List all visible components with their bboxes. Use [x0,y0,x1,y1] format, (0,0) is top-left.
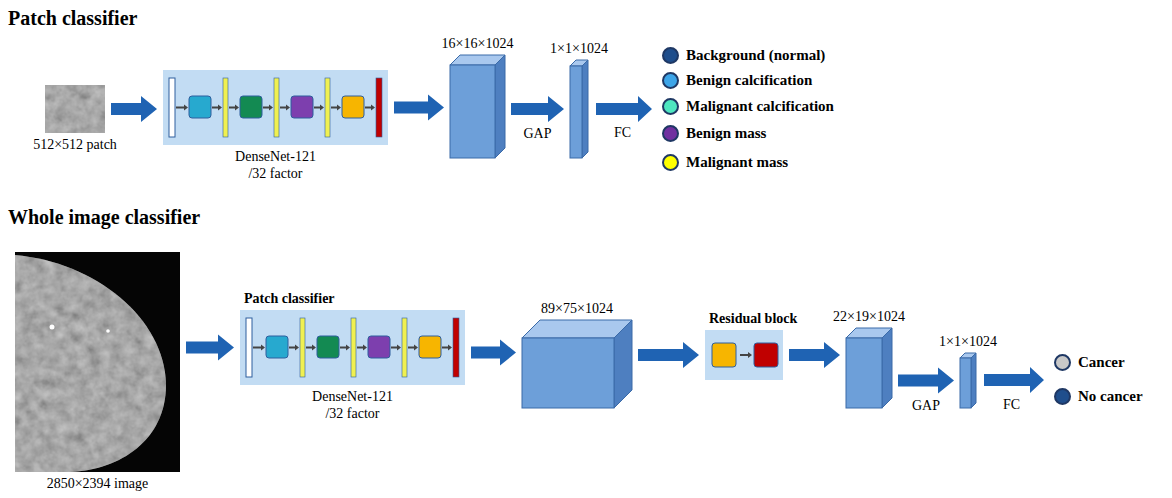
block-heading: Residual block [709,310,797,327]
caption-text: 2850×2394 image [47,475,149,492]
feature-map: 22×19×1024 [846,328,892,408]
dimension-label: 1×1×1024 [550,40,608,57]
cuboid-face [522,320,632,338]
class-swatch [662,125,679,142]
densenet-band: DenseNet-121 /32 factor [163,70,388,145]
dimension-label: 89×75×1024 [541,300,613,317]
class-swatch [662,154,679,171]
class-swatch [1054,388,1071,405]
class-label: Benign calcification [686,71,812,89]
class-label: Malignant mass [686,153,788,171]
cuboid-face [971,353,976,408]
patch-classifier-band: Patch classifierDenseNet-121 /32 factor [240,310,465,385]
edge-label: GAP [912,397,940,414]
block-arrow [394,95,444,121]
cuboid-face [960,358,971,408]
cuboid-shape [450,55,505,158]
mammogram-box: 2850×2394 image [15,252,180,472]
cuboid-shape [522,320,632,408]
section-heading: Patch classifier [8,6,137,30]
block-arrow [111,96,157,122]
class-label: Cancer [1078,353,1125,371]
patch-image-box: 512×512 patch [45,85,105,133]
block-arrow [511,96,564,122]
residual-block-band: Residual block [705,330,783,380]
class-swatch [662,47,679,64]
cuboid-shape [960,353,976,408]
block-arrow [789,342,840,368]
cuboid-face [882,328,892,408]
legend-entry: Background (normal) [662,46,825,64]
residual-blocks [712,343,778,367]
class-swatch [662,98,679,115]
cuboid-shape [570,60,588,158]
dimension-label: 1×1×1024 [939,333,997,350]
caption-text: DenseNet-121 /32 factor [303,388,403,422]
legend-entry: Malignant mass [662,153,788,171]
block-heading: Patch classifier [244,290,335,307]
densenet-blocks [246,318,459,377]
block-arrow [638,342,699,368]
feature-map: 89×75×1024 [522,320,632,408]
caption-text: 512×512 patch [33,136,117,153]
block-arrow [471,340,516,366]
cuboid-face [614,320,632,408]
feature-map: 16×16×1024 [450,55,505,158]
legend-entry: Benign calcification [662,71,812,89]
block-arrow [186,335,234,361]
class-swatch [1054,354,1071,371]
feature-vector: 1×1×1024 [570,60,588,158]
legend-entry: Cancer [1054,353,1125,371]
dimension-label: 22×19×1024 [833,308,905,325]
class-label: Benign mass [686,124,766,142]
section-heading: Whole image classifier [8,205,200,229]
patch-image [45,85,105,133]
fc-arrow [596,96,652,122]
class-label: Background (normal) [686,46,825,64]
caption-text: DenseNet-121 /32 factor [226,148,326,182]
cuboid-face [522,338,614,408]
layer-label: FC [614,124,631,141]
class-swatch [662,72,679,89]
cuboid-face [495,55,505,158]
legend-entry: Malignant calcification [662,97,834,115]
feature-vector: 1×1×1024 [960,353,976,408]
densenet-blocks [169,78,382,137]
mammogram-image [15,252,180,472]
dimension-label: 16×16×1024 [442,35,514,52]
class-label: No cancer [1078,387,1143,405]
layer-label: FC [1003,396,1020,413]
legend-entry: No cancer [1054,387,1143,405]
fc-arrow [984,367,1044,393]
cuboid-face [570,66,582,158]
cuboid-face [450,65,495,158]
cuboid-shape [846,328,892,408]
edge-label: GAP [523,125,551,142]
block-arrow [898,368,954,394]
cuboid-face [846,338,882,408]
class-label: Malignant calcification [686,97,834,115]
legend-entry: Benign mass [662,124,766,142]
cuboid-face [582,60,588,158]
